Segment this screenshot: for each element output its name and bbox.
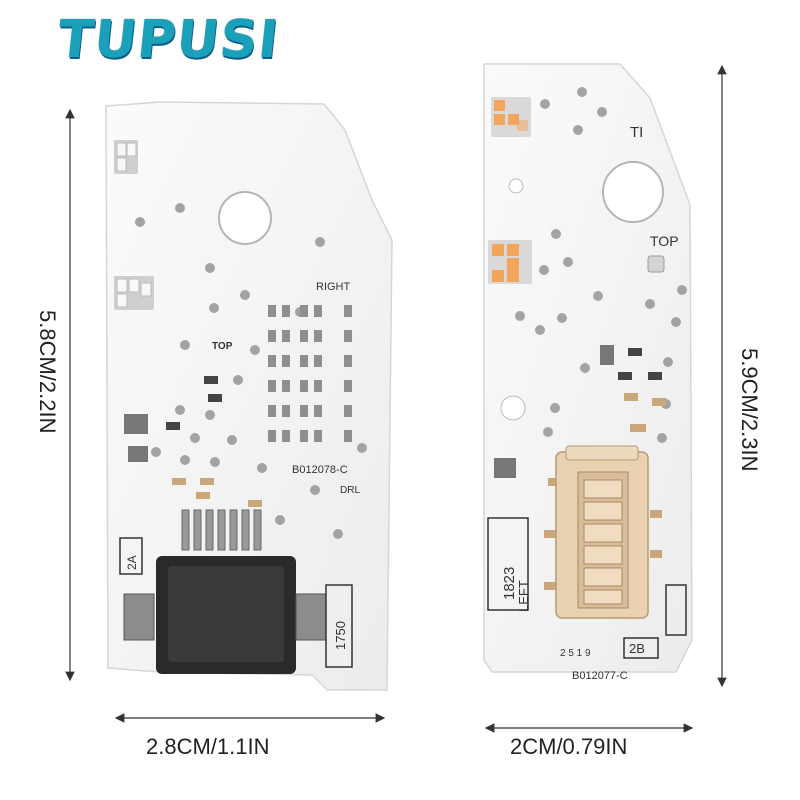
right-pcb-board: TI TOP 1823 LEFT 2 5 1 9 2B B012077-C xyxy=(483,63,693,682)
left-small-components xyxy=(124,376,262,507)
left-code-b: 1750 xyxy=(333,621,348,650)
right-orange-led-cluster-mid xyxy=(488,240,532,284)
right-code-a-box xyxy=(487,517,529,611)
left-height-label: 5.8CM/2.2IN xyxy=(35,310,60,434)
left-drl-label: DRL xyxy=(340,485,360,496)
left-part-number: B012078-C xyxy=(292,464,348,476)
left-code-b-box xyxy=(325,584,353,668)
right-ti-label: TI xyxy=(630,124,643,141)
right-code-a: 1823 xyxy=(501,567,518,600)
right-small-hole xyxy=(508,178,524,194)
right-width-label: 2CM/0.79IN xyxy=(510,734,627,759)
left-top-label: TOP xyxy=(212,341,233,352)
right-part-number: B012077-C xyxy=(572,670,628,682)
left-width-label: 2.8CM/1.1IN xyxy=(146,734,270,759)
right-mounting-hole xyxy=(602,161,664,223)
left-code-a-box xyxy=(119,537,143,575)
right-small-components xyxy=(494,255,666,590)
left-smd-grid xyxy=(268,305,352,442)
left-connector xyxy=(123,509,327,674)
left-white-led-cluster-top xyxy=(114,140,138,174)
dimension-lines xyxy=(65,64,727,733)
left-white-led-cluster-bottom xyxy=(114,276,154,310)
left-via-dots xyxy=(135,203,367,539)
right-pin-numbers: 2 5 1 9 xyxy=(560,648,591,659)
right-code-b-box xyxy=(623,637,659,659)
right-mid-hole xyxy=(500,395,526,421)
right-height-label: 5.9CM/2.3IN xyxy=(737,348,762,472)
left-pcb-board: RIGHT TOP B012078-C DRL 2A 1750 xyxy=(105,101,393,691)
right-outline-box xyxy=(665,584,687,636)
left-code-a: 2A xyxy=(125,555,139,570)
left-right-label: RIGHT xyxy=(316,281,351,293)
right-code-b: 2B xyxy=(629,641,645,656)
right-via-dots xyxy=(515,87,687,443)
left-mounting-hole xyxy=(218,191,272,245)
right-top-label: TOP xyxy=(650,233,679,249)
right-left-label: LEFT xyxy=(516,580,531,612)
right-orange-led-cluster-top xyxy=(491,97,531,137)
right-connector xyxy=(555,445,649,619)
